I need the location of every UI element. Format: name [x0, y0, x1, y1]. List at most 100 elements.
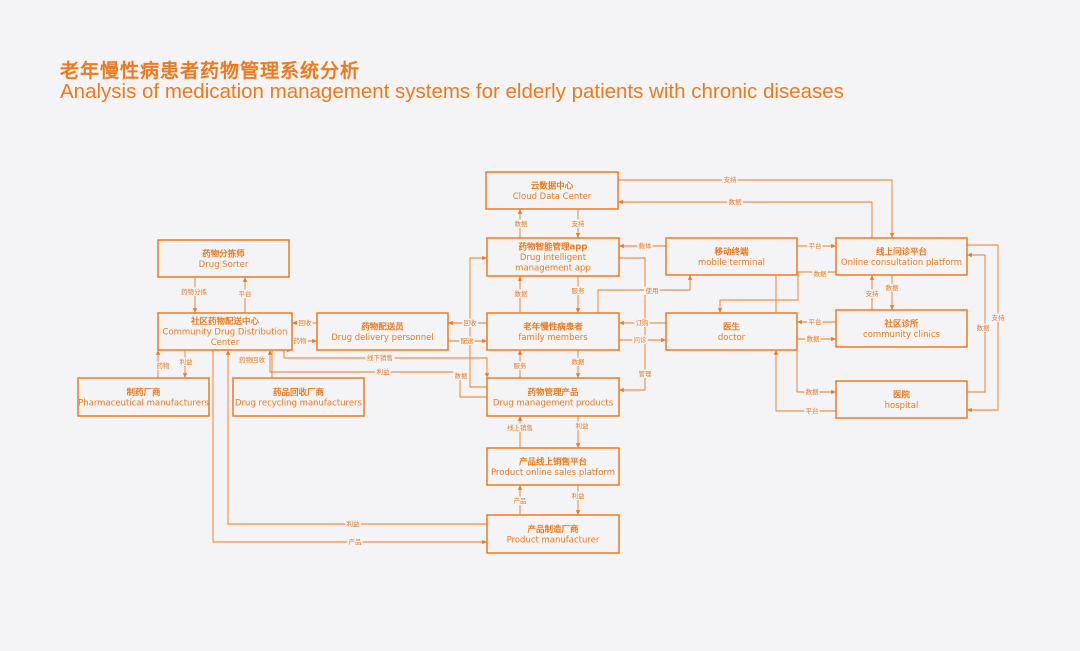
node-label-en: community clinics: [863, 330, 940, 340]
node-label-en: management app: [515, 264, 591, 274]
edge-label-bg: [365, 353, 395, 362]
node-label-cn: 药物分拣师: [202, 248, 245, 259]
edge-label: 问诊: [634, 335, 648, 344]
edge-family-mobile-use: [597, 275, 693, 313]
edge-label-bg: [574, 421, 590, 430]
edge-label: 平台: [809, 241, 822, 250]
edge-label-bg: [807, 241, 823, 250]
edge-community-manufacturer-product: [212, 350, 487, 545]
edge-label: 数据: [515, 289, 529, 298]
node-label-en: Cloud Data Center: [513, 192, 592, 202]
edge-label: 数据: [807, 334, 821, 343]
edge-label: 数据: [886, 283, 900, 292]
node-box: [835, 237, 968, 276]
edge-manufacturer-community-profit: [225, 350, 487, 525]
edge-label-bg: [512, 496, 528, 505]
edge-label: 利益: [576, 421, 590, 430]
node-label-cn: 药品回收厂商: [273, 387, 325, 398]
node-label-en: Product online sales platform: [491, 468, 615, 478]
node-box: [486, 447, 620, 486]
edge-label-bg: [990, 313, 1006, 322]
edge-label: 数据: [729, 197, 743, 206]
edge-label: 利益: [377, 367, 391, 376]
edge-label: 订购: [636, 318, 650, 327]
edge-label: 管理: [639, 369, 653, 378]
edge-label-bg: [297, 318, 313, 327]
edge-label-bg: [637, 369, 653, 378]
edge-label-bg: [237, 355, 267, 364]
node-label-en: Pharmaceutical manufacturers: [78, 398, 209, 408]
edge-label: 数据: [814, 269, 828, 278]
node-label-cn: 医院: [893, 389, 911, 400]
edge-label: 服务: [572, 286, 586, 295]
node-box: [486, 237, 620, 277]
edge-label: 平台: [239, 289, 252, 298]
edge-label-bg: [345, 519, 361, 528]
edge-online-doctor-data: [717, 271, 836, 313]
edge-label: 利益: [347, 519, 361, 528]
edge-label: 支持: [572, 219, 586, 228]
node-label-en: Drug intelligent: [520, 253, 587, 263]
node-box: [485, 171, 619, 210]
edge-label-bg: [570, 286, 586, 295]
edge-label-bg: [805, 334, 821, 343]
edge-label-bg: [975, 323, 991, 332]
node-label-cn: 药物智能管理app: [519, 242, 588, 253]
node-label-en: Drug management products: [493, 398, 614, 408]
node-label-cn: 社区诊所: [883, 318, 919, 329]
page-title-en: Analysis of medication management system…: [60, 80, 844, 103]
edge-label-bg: [513, 289, 529, 298]
edge-label-bg: [570, 491, 586, 500]
edge-label: 使用: [646, 286, 659, 295]
edge-label-bg: [459, 336, 475, 345]
edge-label-bg: [864, 289, 880, 298]
edge-label: 配送: [461, 336, 475, 345]
edge-label: 支持: [992, 313, 1006, 322]
node-label-en: Drug Sorter: [199, 260, 249, 270]
edge-label-bg: [237, 289, 253, 298]
node-box: [77, 377, 210, 417]
edge-label-bg: [453, 371, 469, 380]
node-label-cn: 线上问诊平台: [876, 246, 928, 257]
node-label-en: Drug delivery personnel: [331, 333, 433, 343]
page-title-cn: 老年慢性病患者药物管理系统分析: [60, 60, 361, 82]
edge-label-bg: [347, 537, 363, 546]
node-box: [486, 377, 620, 417]
node-box: [835, 309, 968, 348]
node-label-en: Online consultation platform: [841, 258, 962, 268]
node-label-cn: 医生: [723, 321, 741, 332]
node-label-en: Drug recycling manufacturers: [235, 398, 363, 408]
node-box: [316, 312, 449, 351]
edge-label: 药物: [294, 336, 308, 345]
edge-label-bg: [807, 317, 823, 326]
edge-label: 数据: [455, 371, 469, 380]
edge-label-bg: [513, 219, 529, 228]
edge-label: 药物分拣: [181, 287, 208, 296]
edge-label: 支持: [724, 175, 738, 184]
edge-label: 药物: [157, 361, 171, 370]
edge-label: 平台: [806, 406, 819, 415]
edge-label: 产品: [349, 537, 362, 546]
edge-label: 支持: [866, 289, 880, 298]
edge-label: 线下销售: [367, 353, 393, 362]
edge-doctor-hospital-data: [796, 350, 836, 395]
node-label-cn: 云数据中心: [531, 180, 574, 191]
node-label-en: mobile terminal: [698, 258, 765, 268]
edge-label-bg: [644, 286, 660, 295]
node-label-en: Community Drug Distribution: [162, 328, 287, 338]
edge-label-bg: [570, 219, 586, 228]
node-label-cn: 社区药物配送中心: [190, 316, 260, 327]
edge-label-bg: [375, 367, 391, 376]
edge-label-bg: [155, 361, 171, 370]
edge-label-bg: [637, 241, 653, 250]
edge-label: 利益: [572, 491, 586, 500]
